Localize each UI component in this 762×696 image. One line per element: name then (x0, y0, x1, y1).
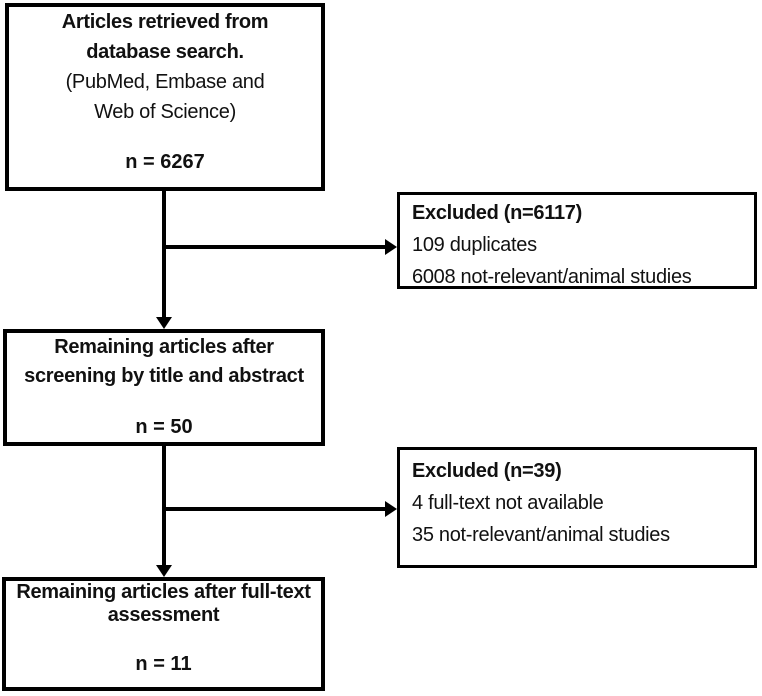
excluded2-title: Excluded (n=39) (412, 460, 562, 482)
fulltext-count: n = 11 (135, 653, 192, 675)
screening-line-2: screening by title and abstract (24, 365, 304, 387)
excluded1-item-2: 6008 not-relevant/animal studies (412, 266, 692, 288)
screening-count: n = 50 (135, 416, 193, 438)
excluded1-title: Excluded (n=6117) (412, 202, 582, 224)
connector-screening-to-fulltext-line (162, 446, 166, 567)
arrowhead-down-to-fulltext (156, 565, 172, 577)
connector-to-excluded2-line (164, 507, 386, 511)
box-excluded-screening: Excluded (n=6117) 109 duplicates 6008 no… (397, 192, 757, 289)
retrieved-line-2: database search. (86, 41, 244, 63)
retrieved-line-3: (PubMed, Embase and (65, 71, 265, 93)
retrieved-count: n = 6267 (125, 151, 205, 173)
connector-retrieved-to-screening-line (162, 191, 166, 319)
fulltext-line-2: assessment (107, 604, 220, 626)
box-excluded-fulltext: Excluded (n=39) 4 full-text not availabl… (397, 447, 757, 568)
arrowhead-right-to-excluded2 (385, 501, 397, 517)
fulltext-line-1: Remaining articles after full-text (16, 581, 311, 603)
box-remaining-fulltext: Remaining articles after full-text asses… (2, 577, 325, 691)
excluded1-item-1: 109 duplicates (412, 234, 537, 256)
box-articles-retrieved: Articles retrieved from database search.… (5, 3, 325, 191)
arrowhead-down-to-screening (156, 317, 172, 329)
excluded2-item-1: 4 full-text not available (412, 492, 604, 514)
connector-to-excluded1-line (164, 245, 386, 249)
screening-line-1: Remaining articles after (54, 336, 274, 358)
excluded2-item-2: 35 not-relevant/animal studies (412, 524, 670, 546)
arrowhead-right-to-excluded1 (385, 239, 397, 255)
box-remaining-screening: Remaining articles after screening by ti… (3, 329, 325, 446)
retrieved-line-4: Web of Science) (94, 101, 236, 123)
retrieved-line-1: Articles retrieved from (61, 11, 269, 33)
